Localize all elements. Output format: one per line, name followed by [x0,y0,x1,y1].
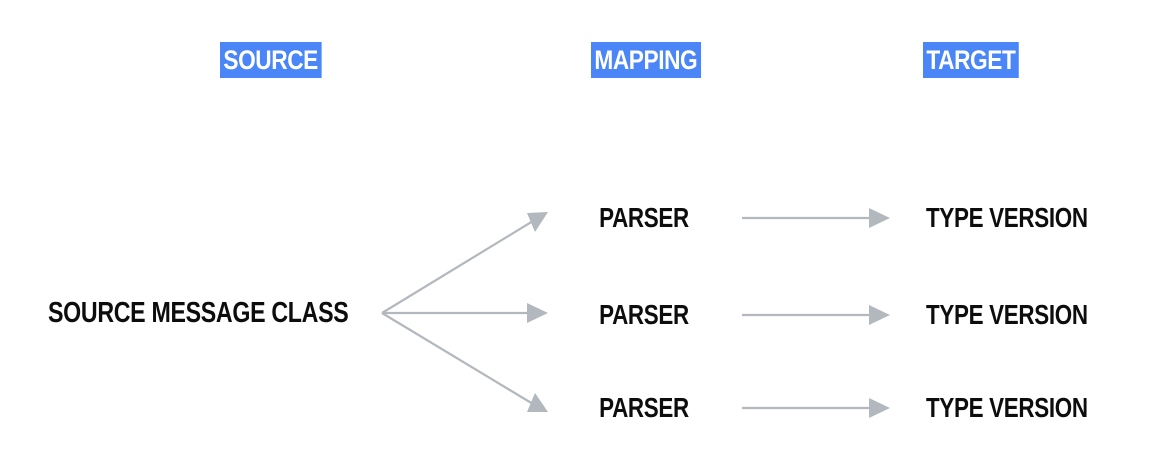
arrow-source-to-parser-2 [382,303,548,323]
column-header-source: SOURCE [220,42,322,78]
node-parser-3: PARSER [599,392,689,423]
node-parser-2: PARSER [599,299,689,330]
arrow-source-to-parser-3 [381,312,548,412]
node-type-version-1: TYPE VERSION [926,202,1088,233]
arrow-parser-2-to-type-version-2 [742,305,890,325]
node-source-message-class: SOURCE MESSAGE CLASS [48,297,349,329]
column-header-mapping: MAPPING [591,42,701,78]
arrow-parser-1-to-type-version-1 [742,208,890,228]
node-parser-1: PARSER [599,202,689,233]
column-header-target: TARGET [923,42,1019,78]
node-type-version-3: TYPE VERSION [926,392,1088,423]
arrow-parser-3-to-type-version-3 [742,398,890,418]
node-type-version-2: TYPE VERSION [926,299,1088,330]
arrow-source-to-parser-1 [381,212,548,314]
